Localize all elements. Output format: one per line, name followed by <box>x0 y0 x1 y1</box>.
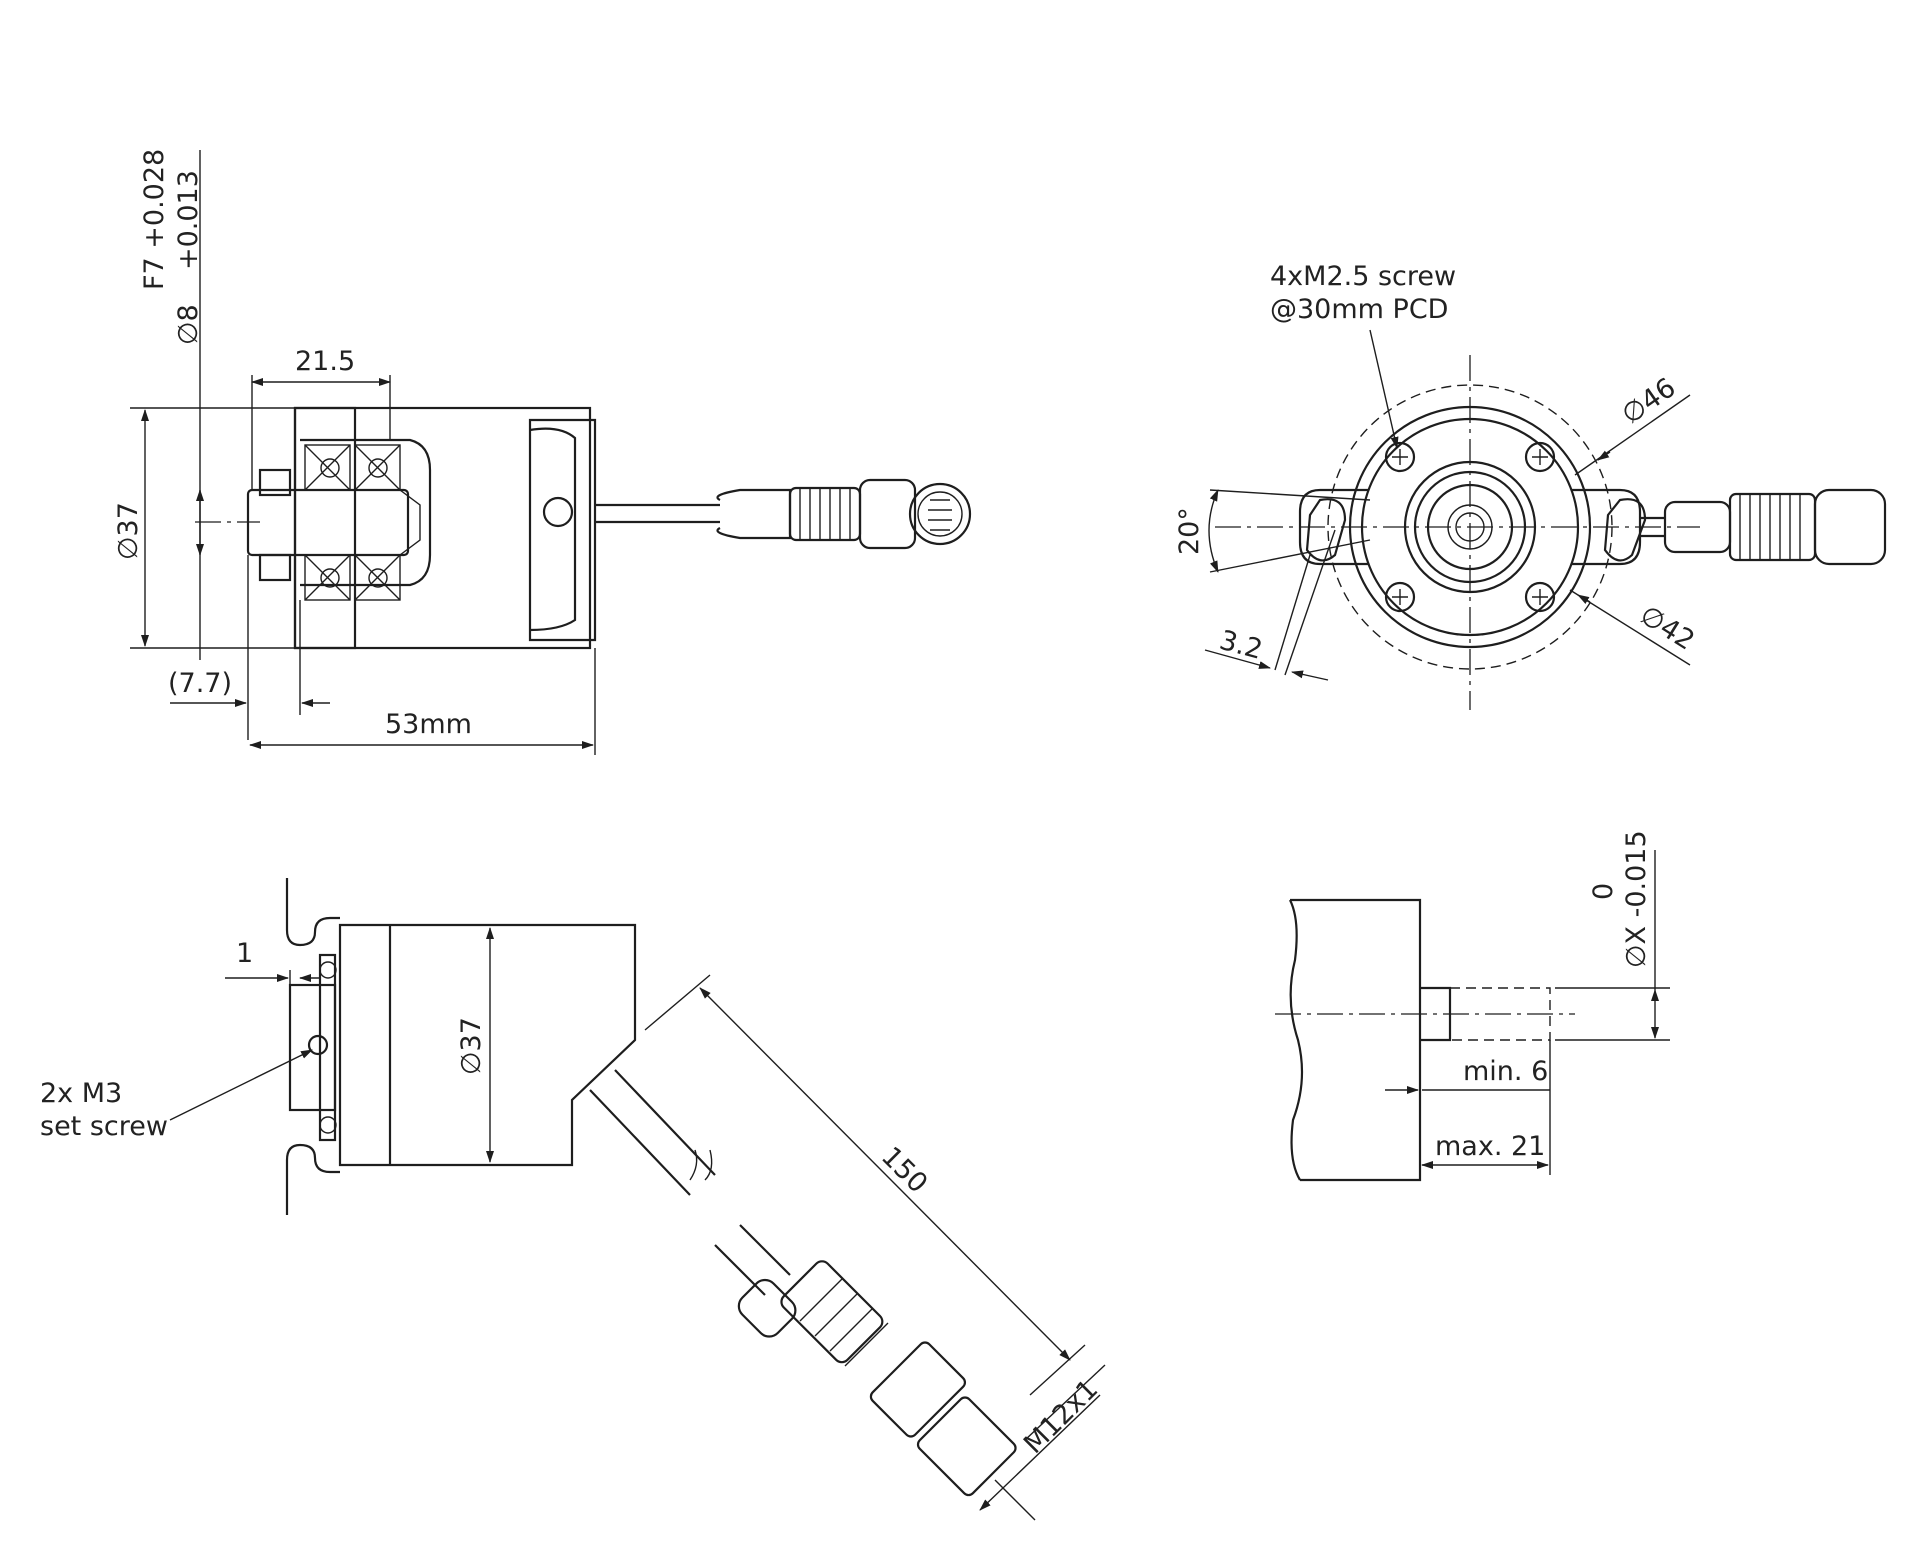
dim-150-text: 150 <box>875 1141 933 1199</box>
set-screw-hole <box>307 1034 329 1056</box>
screw-note-line2: @30mm PCD <box>1270 294 1448 325</box>
connector-size-dimension: M12x1 <box>979 1364 1106 1521</box>
inner-diameter-dimension: ∅42 <box>1569 589 1700 666</box>
bore-diameter-text: ∅8 <box>173 304 204 345</box>
min-length-dimension: min. 6 <box>1385 1040 1551 1110</box>
max-length-dimension: max. 21 <box>1419 1110 1551 1175</box>
encoder-housing <box>246 406 597 650</box>
dim-20-deg-text: 20° <box>1174 507 1205 555</box>
mounting-tab-left <box>1298 488 1368 566</box>
dim-min-6-text: min. 6 <box>1463 1056 1548 1087</box>
shaft-holder-body <box>1289 898 1422 1182</box>
shaft-detail-view: 0 ∅X -0.015 min. 6 max. 21 <box>1275 830 1670 1182</box>
front-cable-connector <box>1640 488 1887 566</box>
angled-cable <box>589 1069 1017 1497</box>
shaft-tolerance-upper: 0 <box>1588 883 1619 900</box>
front-view: 4xM2.5 screw @30mm PCD ∅46 ∅42 20° <box>1174 261 1887 710</box>
installed-view: 1 2x M3 set screw ∅37 150 M12x1 <box>40 878 1106 1521</box>
cable-connector <box>595 478 972 550</box>
dim-m12x1-text: M12x1 <box>1018 1374 1104 1460</box>
dim-max-21-text: max. 21 <box>1435 1131 1545 1162</box>
dim-1-text: 1 <box>236 938 253 969</box>
shaft-diameter-text: ∅X -0.015 <box>1621 830 1652 968</box>
installed-dim-37-text: ∅37 <box>456 1017 487 1075</box>
dim-7-7-text: (7.7) <box>168 668 232 699</box>
dim-37-text: ∅37 <box>113 502 144 560</box>
length-dimension-53: 53mm <box>249 648 596 755</box>
set-screw-line1: 2x M3 <box>40 1078 122 1109</box>
bore-tolerance-dimension: F7 +0.028 +0.013 ∅8 <box>139 149 204 660</box>
mounting-tab-right <box>1572 488 1647 566</box>
diameter-dimension-37: ∅37 <box>113 407 295 649</box>
offset-dimension-7-7: (7.7) <box>168 555 330 740</box>
tolerance-lower-text: +0.013 <box>173 170 204 270</box>
shaft-tolerance-dimension: 0 ∅X -0.015 <box>1555 830 1670 1041</box>
cable-length-dimension: 150 <box>644 974 1086 1396</box>
tolerance-upper-text: F7 +0.028 <box>139 149 170 290</box>
width-dimension-21-5: 21.5 <box>251 346 391 490</box>
mounting-surface <box>285 878 340 1215</box>
dim-42-text: ∅42 <box>1634 600 1700 657</box>
set-screw-note: 2x M3 set screw <box>40 1049 313 1142</box>
gap-dimension: 1 <box>225 938 320 985</box>
screw-note: 4xM2.5 screw @30mm PCD <box>1270 261 1456 449</box>
installed-diameter-dimension: ∅37 <box>456 927 494 1163</box>
slot-dimension: 3.2 <box>1204 529 1336 681</box>
dim-46-text: ∅46 <box>1616 372 1681 431</box>
dim-21-5-text: 21.5 <box>295 346 355 377</box>
dim-53mm-text: 53mm <box>385 709 472 740</box>
flange <box>288 983 337 1112</box>
installed-housing <box>338 923 637 1167</box>
set-screw-line2: set screw <box>40 1111 168 1142</box>
screw-heads <box>1384 441 1556 613</box>
side-section-view: F7 +0.028 +0.013 ∅8 21.5 ∅37 (7.7) <box>113 149 972 755</box>
outer-diameter-dimension: ∅46 <box>1574 372 1691 476</box>
screw-note-line1: 4xM2.5 screw <box>1270 261 1456 292</box>
angle-dimension: 20° <box>1174 489 1371 573</box>
dim-3-2-text: 3.2 <box>1216 625 1266 666</box>
